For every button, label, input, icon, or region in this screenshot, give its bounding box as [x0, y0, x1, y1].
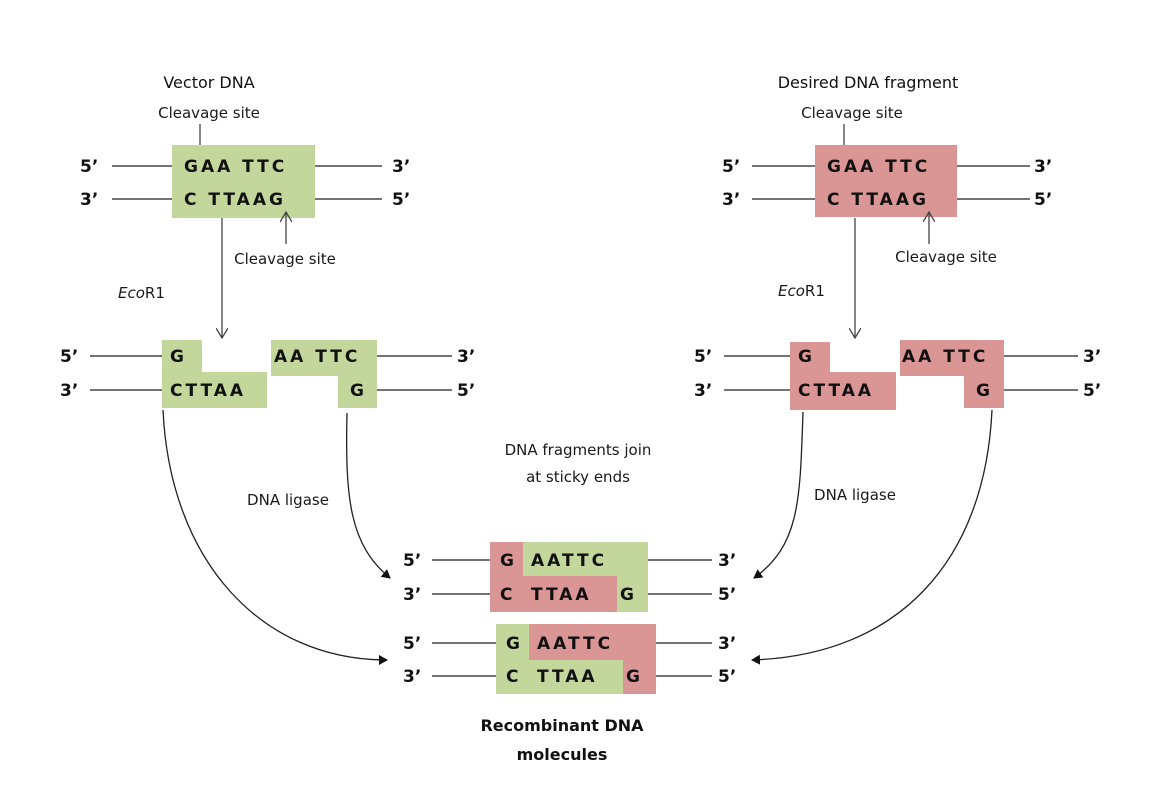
insert-top-sequence: GAA TTC: [827, 157, 930, 177]
rec1-bottom-right-seq: G: [620, 585, 637, 605]
result-label-line1: Recombinant DNA: [480, 716, 644, 735]
vector-right-fragment-box: [271, 340, 377, 408]
rec2-bottom-left-seq: C: [506, 667, 521, 687]
insert-dna-group: Desired DNA fragment Cleavage site 5’ GA…: [722, 73, 1052, 338]
rec2-bottom-mid-seq: TTAA: [537, 667, 598, 687]
vector-top-sequence: GAA TTC: [184, 157, 287, 177]
recombinant-molecule-1: 5’ G AATTC 3’ 3’ C TTAA G 5’: [403, 542, 736, 612]
result-label-line2: molecules: [517, 745, 608, 764]
insert-top-3prime: 3’: [1034, 157, 1052, 177]
insert-cut-top-5prime: 5’: [694, 347, 712, 367]
insert-cut-left-top-seq: G: [798, 347, 815, 367]
vector-left-to-recombinant2-arrow: [162, 409, 388, 665]
insert-right-fragment-box: [900, 340, 1004, 408]
vector-enzyme-italic: Eco: [118, 284, 145, 302]
vector-right-to-recombinant1-arrow: [346, 412, 391, 579]
insert-right-to-recombinant2-arrow: [751, 409, 993, 665]
vector-cut-top-3prime: 3’: [457, 347, 475, 367]
left-ligase-label: DNA ligase: [247, 491, 329, 509]
join-label-line2: at sticky ends: [526, 468, 630, 486]
vector-top-cleavage-label: Cleavage site: [158, 104, 260, 122]
rec2-top-right-seq: AATTC: [537, 634, 613, 654]
rec2-top-left-seq: G: [506, 634, 523, 654]
rec2-bottom-right-seq: G: [626, 667, 643, 687]
insert-enzyme-italic: Eco: [778, 282, 805, 300]
rec1-bottom-left-seq: C: [500, 585, 515, 605]
vector-enzyme-rest: R1: [145, 284, 165, 302]
insert-top-cleavage-label: Cleavage site: [801, 104, 903, 122]
rec1-top-left-seq: G: [500, 551, 517, 571]
vector-bottom-sequence: C TTAAG: [184, 190, 286, 210]
vector-cut-group: 5’ G AA TTC 3’ 3’ CTTAA G 5’: [60, 340, 475, 408]
insert-cut-top-3prime: 3’: [1083, 347, 1101, 367]
join-label-line1: DNA fragments join: [505, 441, 652, 459]
insert-bottom-sequence: C TTAAG: [827, 190, 929, 210]
insert-left-fragment-box: [790, 342, 896, 410]
insert-enzyme-label: EcoR1: [778, 282, 825, 300]
vector-cut-right-bottom-seq: G: [350, 381, 367, 401]
recombinant2-insert-box: [529, 624, 656, 694]
vector-enzyme-label: EcoR1: [118, 284, 165, 302]
insert-cut-right-bottom-seq: G: [976, 381, 993, 401]
insert-bottom-cleavage-label: Cleavage site: [895, 248, 997, 266]
insert-cut-bottom-5prime: 5’: [1083, 381, 1101, 401]
rec1-bottom-mid-seq: TTAA: [531, 585, 592, 605]
vector-bottom-3prime: 3’: [80, 190, 98, 210]
rec1-bottom-5prime: 5’: [718, 585, 736, 605]
insert-top-5prime: 5’: [722, 157, 740, 177]
vector-cut-bottom-5prime: 5’: [457, 381, 475, 401]
vector-bottom-5prime: 5’: [392, 190, 410, 210]
rec2-bottom-5prime: 5’: [718, 667, 736, 687]
rec1-top-right-seq: AATTC: [531, 551, 607, 571]
vector-top-3prime: 3’: [392, 157, 410, 177]
insert-enzyme-rest: R1: [805, 282, 825, 300]
vector-cut-top-5prime: 5’: [60, 347, 78, 367]
vector-cut-left-bottom-seq: CTTAA: [170, 381, 246, 401]
insert-recognition-site-box: [815, 145, 957, 217]
rec2-top-3prime: 3’: [718, 634, 736, 654]
vector-cut-right-top-seq: AA TTC: [274, 347, 360, 367]
vector-cut-bottom-3prime: 3’: [60, 381, 78, 401]
rec2-top-5prime: 5’: [403, 634, 421, 654]
vector-cut-left-top-seq: G: [170, 347, 187, 367]
insert-bottom-3prime: 3’: [722, 190, 740, 210]
insert-left-to-recombinant1-arrow: [753, 411, 804, 579]
right-ligase-label: DNA ligase: [814, 486, 896, 504]
insert-cut-left-bottom-seq: CTTAA: [798, 381, 874, 401]
vector-dna-title: Vector DNA: [163, 73, 254, 92]
vector-top-5prime: 5’: [80, 157, 98, 177]
vector-bottom-cleavage-label: Cleavage site: [234, 250, 336, 268]
vector-dna-group: Vector DNA Cleavage site 5’ GAA TTC 3’ 3…: [80, 73, 410, 338]
insert-cut-right-top-seq: AA TTC: [902, 347, 988, 367]
insert-cut-bottom-3prime: 3’: [694, 381, 712, 401]
vector-recognition-site-box: [172, 145, 315, 218]
rec1-bottom-3prime: 3’: [403, 585, 421, 605]
rec2-bottom-3prime: 3’: [403, 667, 421, 687]
rec1-top-3prime: 3’: [718, 551, 736, 571]
insert-bottom-5prime: 5’: [1034, 190, 1052, 210]
vector-left-fragment-box: [162, 340, 267, 408]
rec1-top-5prime: 5’: [403, 551, 421, 571]
insert-dna-title: Desired DNA fragment: [778, 73, 959, 92]
recombinant1-insert-box: [490, 542, 617, 612]
insert-cut-group: 5’ G AA TTC 3’ 3’ CTTAA G 5’: [694, 340, 1101, 410]
recombinant-molecule-2: 5’ G AATTC 3’ 3’ C TTAA G 5’: [403, 624, 736, 694]
